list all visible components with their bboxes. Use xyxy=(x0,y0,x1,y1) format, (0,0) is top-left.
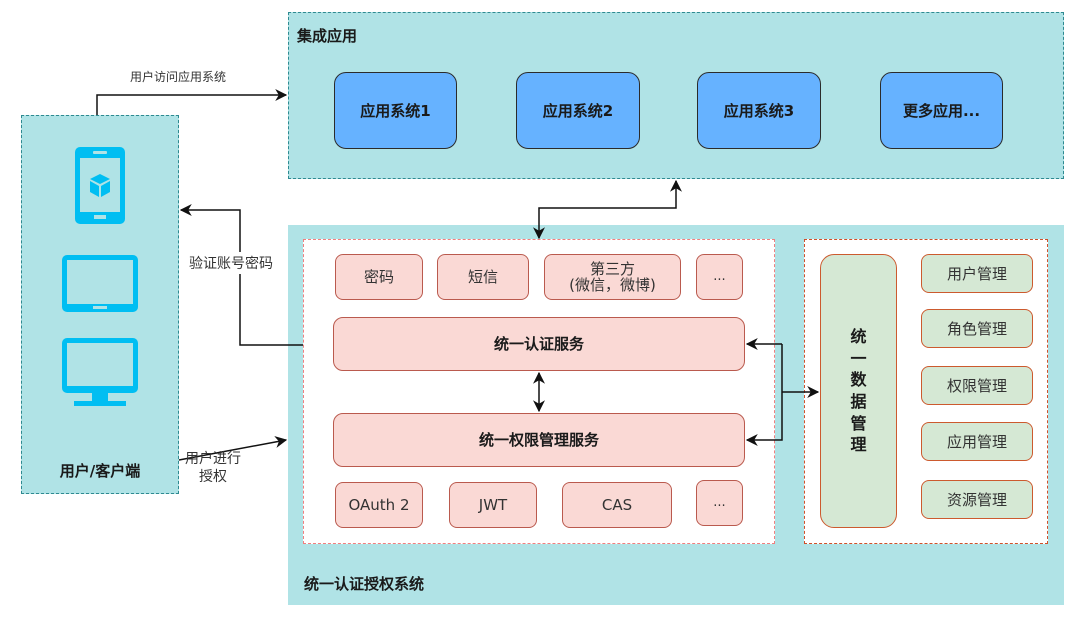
app-system-3[interactable]: 应用系统3 xyxy=(697,72,821,149)
permission-management[interactable]: 权限管理 xyxy=(921,366,1033,405)
tablet-icon xyxy=(62,255,138,312)
label-user-authorize: 用户进行 授权 xyxy=(185,451,241,486)
mobile-phone-icon xyxy=(75,147,125,224)
title-char: 据 xyxy=(850,392,867,411)
unified-permission-service[interactable]: 统一权限管理服务 xyxy=(333,413,745,467)
protocol-jwt[interactable]: JWT xyxy=(449,482,537,528)
title-char: 统 xyxy=(850,327,867,347)
desktop-monitor-icon xyxy=(62,338,138,408)
auth-method-sms[interactable]: 短信 xyxy=(437,254,529,300)
label-access-apps: 用户访问应用系统 xyxy=(130,70,227,84)
protocol-oauth2[interactable]: OAuth 2 xyxy=(335,482,423,528)
label-user-authorize-line2: 授权 xyxy=(199,468,227,485)
more-apps[interactable]: 更多应用... xyxy=(880,72,1003,149)
protocol-more[interactable]: ... xyxy=(696,480,743,526)
unified-data-management-label: 统 一 数 据 管 理 xyxy=(850,326,866,456)
app-system-2[interactable]: 应用系统2 xyxy=(516,72,640,149)
unified-auth-service[interactable]: 统一认证服务 xyxy=(333,317,745,371)
auth-method-more[interactable]: ... xyxy=(696,254,743,300)
auth-system-title: 统一认证授权系统 xyxy=(304,575,425,593)
unified-data-management[interactable]: 统 一 数 据 管 理 xyxy=(820,254,897,528)
label-verify-credentials: 验证账号密码 xyxy=(187,252,275,274)
client-group: 用户/客户端 xyxy=(21,115,179,494)
title-char: 管 xyxy=(850,413,867,433)
third-party-label: 第三方 xyxy=(589,259,635,278)
edge-verify-credentials xyxy=(179,204,303,346)
third-party-examples: (微信，微博) xyxy=(569,276,656,294)
app-system-1[interactable]: 应用系统1 xyxy=(334,72,457,149)
cube-icon xyxy=(90,174,110,197)
client-title: 用户/客户端 xyxy=(59,462,141,480)
role-management[interactable]: 角色管理 xyxy=(921,309,1033,348)
auth-method-password[interactable]: 密码 xyxy=(335,254,423,300)
protocol-cas[interactable]: CAS xyxy=(562,482,672,528)
auth-method-third-party[interactable]: 第三方 (微信，微博) xyxy=(544,254,681,300)
app-management[interactable]: 应用管理 xyxy=(921,422,1033,461)
title-char: 理 xyxy=(850,435,867,455)
title-char: 一 xyxy=(850,348,867,368)
resource-management[interactable]: 资源管理 xyxy=(921,480,1033,519)
label-user-authorize-line1: 用户进行 xyxy=(185,451,241,467)
edge-access-apps xyxy=(96,89,288,115)
user-management[interactable]: 用户管理 xyxy=(921,254,1033,293)
integrated-apps-title: 集成应用 xyxy=(297,27,358,45)
title-char: 数 xyxy=(850,370,867,390)
